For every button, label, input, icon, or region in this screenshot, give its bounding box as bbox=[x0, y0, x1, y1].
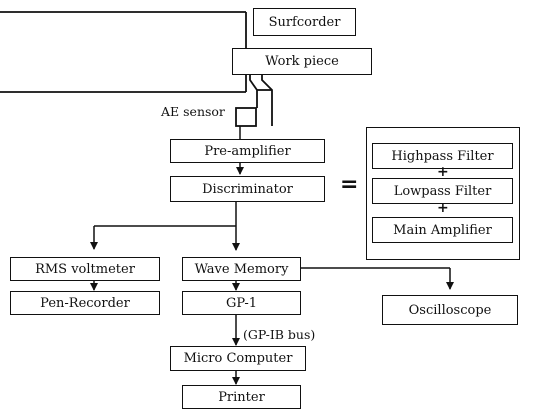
pre-amplifier-box: Pre-amplifier bbox=[170, 139, 325, 163]
surfcorder-box: Surfcorder bbox=[253, 8, 356, 36]
work-piece-box: Work piece bbox=[232, 48, 372, 75]
micro-computer-box: Micro Computer bbox=[170, 346, 306, 371]
oscilloscope-box: Oscilloscope bbox=[382, 295, 518, 325]
sensor-bracket bbox=[235, 74, 273, 127]
ae-sensor-label: AE sensor bbox=[161, 104, 225, 119]
rms-voltmeter-box: RMS voltmeter bbox=[10, 257, 160, 281]
filter-chain-frame bbox=[366, 127, 520, 260]
gp-ib-bus-label: (GP-IB bus) bbox=[243, 327, 316, 342]
main-amplifier-box: Main Amplifier bbox=[372, 217, 513, 243]
highpass-filter-box: Highpass Filter bbox=[372, 143, 513, 169]
lowpass-filter-box: Lowpass Filter bbox=[372, 178, 513, 204]
equals-sign: = bbox=[340, 172, 359, 197]
wave-memory-box: Wave Memory bbox=[182, 257, 301, 281]
discriminator-box: Discriminator bbox=[170, 176, 325, 202]
pen-recorder-box: Pen-Recorder bbox=[10, 291, 160, 315]
machine-shaft bbox=[0, 11, 247, 93]
plus-sign-2: + bbox=[437, 200, 449, 216]
gp-1-box: GP-1 bbox=[182, 291, 301, 315]
printer-box: Printer bbox=[182, 385, 301, 409]
plus-sign-1: + bbox=[437, 164, 449, 180]
